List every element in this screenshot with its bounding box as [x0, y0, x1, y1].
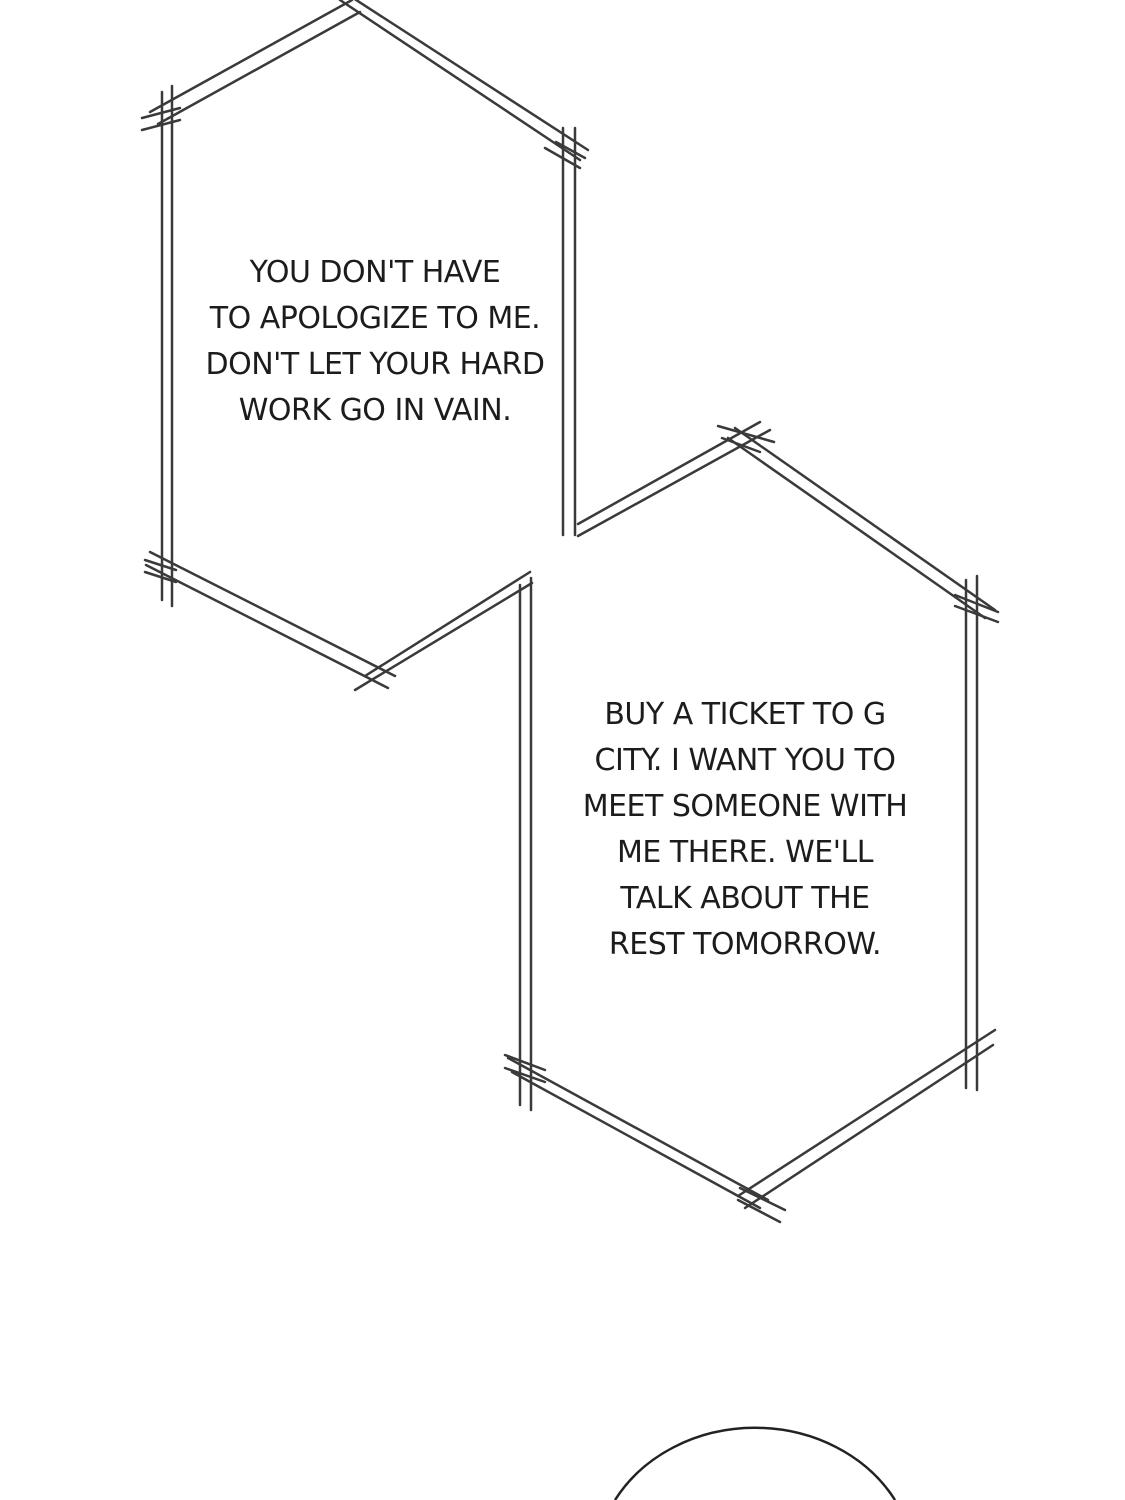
speech-line: YOU DON'T HAVE — [249, 255, 501, 290]
speech-line: DON'T LET YOUR HARD — [205, 347, 545, 382]
speech-line: CITY. I WANT YOU TO — [594, 743, 896, 778]
speech-line: ME THERE. WE'LL — [617, 835, 873, 870]
next-panel-circle — [613, 1426, 897, 1500]
speech-bubble-text-1: YOU DON'T HAVE TO APOLOGIZE TO ME. DON'T… — [175, 250, 575, 434]
speech-line: TALK ABOUT THE — [620, 881, 870, 916]
speech-line: REST TOMORROW. — [608, 927, 882, 962]
speech-bubble-text-2: BUY A TICKET TO G CITY. I WANT YOU TO ME… — [545, 692, 945, 968]
hexagon-bubble-frame-2 — [503, 420, 1000, 1224]
speech-line: TO APOLOGIZE TO ME. — [209, 301, 541, 336]
speech-line: MEET SOMEONE WITH — [582, 789, 908, 824]
speech-line: WORK GO IN VAIN. — [238, 393, 512, 428]
hexagon-bubble-frame-1 — [140, 0, 590, 692]
speech-line: BUY A TICKET TO G — [604, 697, 886, 732]
